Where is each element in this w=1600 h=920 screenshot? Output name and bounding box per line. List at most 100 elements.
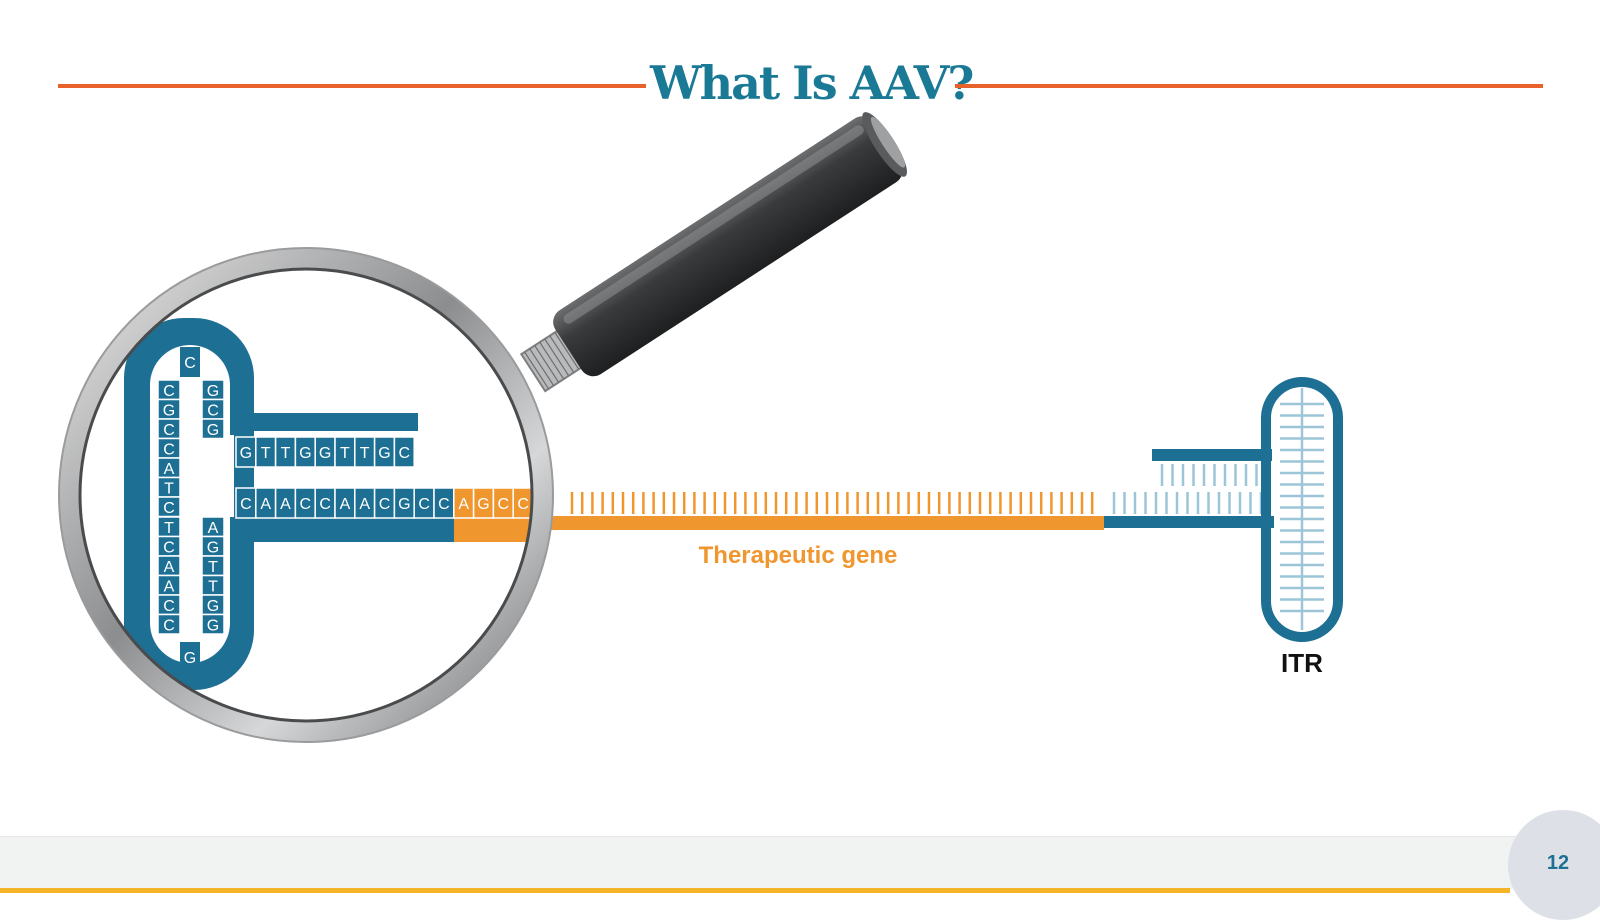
arm-bottom-base-letter: C [418, 496, 430, 513]
stem-right-base-letter: G [207, 422, 219, 439]
itr-base-ticks [1112, 464, 1263, 514]
stem-right-base: G [201, 379, 225, 401]
stem-left-base: C [157, 418, 181, 440]
arm-top-base-letter: T [360, 445, 370, 462]
stem-right-base: A [201, 516, 225, 538]
arm-top-base-letter: C [399, 445, 411, 462]
stem-right-base: G [201, 418, 225, 440]
stem-left-base-letter: C [163, 500, 175, 517]
stem-left-base: G [157, 398, 181, 420]
arm-bottom-orange-base: C [492, 487, 514, 519]
arm-bottom-base: A [274, 487, 297, 519]
arm-bottom-base: G [393, 487, 415, 519]
arm-top-base-letter: G [240, 445, 252, 462]
stem-left-base-letter: C [163, 422, 175, 439]
title-bar: What Is AAV? [0, 50, 1600, 120]
arm-bottom-base: A [255, 487, 277, 519]
itr-loop [1261, 377, 1343, 642]
stem-left-base: A [157, 574, 181, 596]
stem-left-base-letter: C [163, 383, 175, 400]
arm-bottom-base-letter: C [379, 496, 391, 513]
arm-bottom-orange-base: G [472, 487, 495, 519]
arm-top-base: T [334, 436, 356, 468]
stem-loop-bottom-cell [180, 642, 200, 672]
stem-right-base-letter: T [208, 559, 218, 576]
stem-right-base-letter: G [207, 598, 219, 615]
arm-bottom-base-letter: A [280, 496, 291, 513]
page-title: What Is AAV? [650, 56, 974, 110]
arm-top-base-letter: G [299, 445, 311, 462]
stem-left-base-letter: C [163, 617, 175, 634]
magnified-backbone-orange [454, 518, 532, 542]
arm-top-base: C [393, 436, 415, 468]
stem-right-base-letter: G [207, 383, 219, 400]
arm-top-base: G [373, 436, 396, 468]
stem-right-base: G [201, 613, 225, 635]
arm-bottom-base-letter: G [398, 496, 410, 513]
arm-bottom-base: C [433, 487, 455, 519]
arm-top-base-letter: G [378, 445, 390, 462]
arm-bottom-base-letter: C [438, 496, 450, 513]
stem-left-base-letter: A [164, 461, 175, 478]
stem-left-base-letter: C [163, 539, 175, 556]
stem-left-base: T [157, 476, 181, 498]
stem-left-base-letter: A [164, 578, 175, 595]
arm-bottom-base: C [235, 487, 257, 519]
stem-right-base: G [201, 535, 225, 557]
gene-base-ticks [570, 492, 1094, 514]
stem-right-base-letter: G [207, 539, 219, 556]
title-rule-left [58, 84, 646, 88]
arm-top-base-letter: T [261, 445, 271, 462]
arm-bottom-base: C [294, 487, 316, 519]
arm-bottom-orange-base-letter: G [477, 496, 489, 513]
arm-bottom-base-letter: C [319, 496, 331, 513]
arm-bottom-base-letter: A [359, 496, 370, 513]
title-rule-right [955, 84, 1543, 88]
magnified-backbone-blue [232, 518, 454, 542]
arm-top-base-letter: G [319, 445, 331, 462]
stem-right-base-letter: C [207, 402, 219, 419]
stem-left-base: C [157, 594, 181, 616]
stem-left-base-letter: A [164, 559, 175, 576]
arm-bottom-orange-base-letter: C [498, 496, 510, 513]
arm-bottom-base-letter: C [240, 496, 252, 513]
stem-loop-top-base: C [184, 355, 196, 372]
stem-right-base-letter: A [208, 520, 219, 537]
page-number: 12 [1546, 852, 1570, 874]
therapeutic-gene-strand [520, 492, 1104, 530]
arm-top-base: T [274, 436, 297, 468]
arm-bottom-base-letter: C [300, 496, 312, 513]
stem-right-base-letter: G [207, 617, 219, 634]
arm-bottom-base: C [314, 487, 336, 519]
arm-top-base: T [354, 436, 376, 468]
arm-top-base: T [255, 436, 277, 468]
therapeutic-gene-label: Therapeutic gene [699, 542, 898, 569]
arm-bottom-orange-base-letter: A [458, 496, 469, 513]
stem-left-base-letter: T [164, 520, 174, 537]
stem-left-base-letter: T [164, 480, 174, 497]
arm-top-base-letter: T [340, 445, 350, 462]
magnifying-glass-icon [58, 112, 907, 743]
itr-hairpin [1104, 377, 1343, 642]
stem-left-base-letter: C [163, 441, 175, 458]
arm-bottom-orange-base: A [453, 487, 475, 519]
stem-left-base: C [157, 437, 181, 459]
magnified-top-arm [232, 413, 418, 431]
arm-bottom-orange-base-letter: C [517, 496, 529, 513]
stem-right-base: G [201, 594, 225, 616]
footer-rule [0, 888, 1510, 893]
stem-loop-bottom-base: G [184, 650, 196, 667]
itr-loop-rungs [1280, 402, 1324, 613]
gene-backbone [520, 516, 1104, 530]
stem-left-base: C [157, 535, 181, 557]
stem-left-base: A [157, 457, 181, 479]
arm-top-base: G [294, 436, 316, 468]
arm-bottom-orange-base: C [512, 487, 532, 519]
stem-right-base: T [201, 555, 225, 577]
stem-right-base: C [201, 398, 225, 420]
stem-left-base: C [157, 496, 181, 518]
arm-top-base: G [314, 436, 336, 468]
stem-left-base: T [157, 516, 181, 538]
